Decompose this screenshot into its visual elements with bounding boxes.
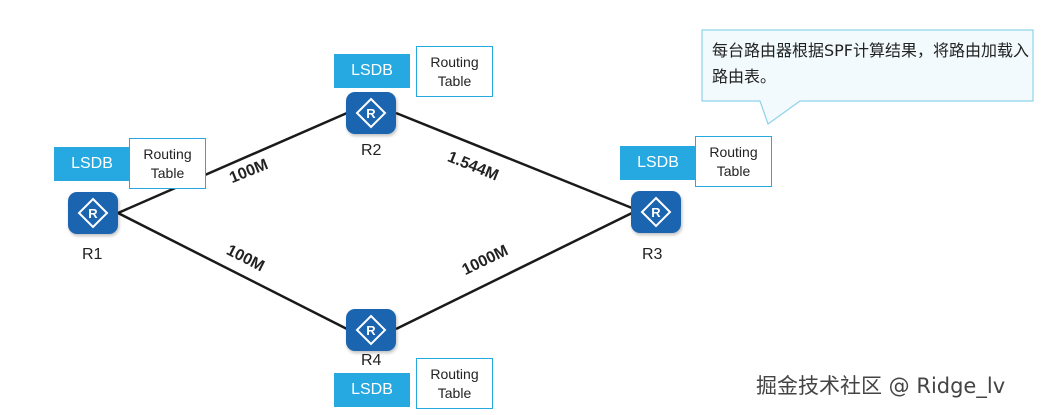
link-r4-r3	[395, 211, 633, 331]
router-icon-r2: R	[346, 92, 396, 134]
lsdb-box-r3: LSDB	[620, 146, 696, 180]
router-r-icon: R	[355, 97, 387, 129]
routing-table-line2: Table	[150, 164, 185, 181]
router-label-r4: R4	[361, 352, 382, 369]
router-icon-r1: R	[68, 192, 118, 234]
svg-text:R: R	[366, 323, 376, 338]
routing-table-line2: Table	[437, 384, 472, 401]
router-r-icon: R	[640, 196, 672, 228]
routing-table-box-r1: Routing Table	[129, 138, 206, 189]
svg-text:R: R	[88, 206, 98, 221]
routing-table-line1: Routing	[143, 145, 192, 162]
lsdb-box-r2: LSDB	[334, 54, 410, 88]
router-icon-r3: R	[631, 191, 681, 233]
router-label-r3: R3	[642, 246, 663, 263]
routing-table-line2: Table	[437, 72, 472, 89]
router-r-icon: R	[355, 314, 387, 346]
routing-table-box-r4: Routing Table	[416, 358, 493, 409]
router-label-r2: R2	[361, 142, 382, 159]
router-icon-r4: R	[346, 309, 396, 351]
lsdb-box-r4: LSDB	[334, 373, 410, 407]
routing-table-line1: Routing	[709, 143, 758, 160]
link-r2-r3	[395, 111, 633, 210]
link-r1-r4	[117, 211, 348, 331]
watermark: 掘金技术社区 @ Ridge_lv	[756, 374, 1006, 398]
callout-text: 每台路由器根据SPF计算结果，将路由加载入路由表。	[712, 41, 1030, 86]
routing-table-line2: Table	[716, 162, 751, 179]
routing-table-line1: Routing	[430, 365, 479, 382]
routing-table-box-r2: Routing Table	[416, 46, 493, 97]
routing-table-box-r3: Routing Table	[695, 136, 772, 187]
link-r1-r2	[117, 111, 348, 215]
svg-text:R: R	[651, 205, 661, 220]
router-label-r1: R1	[82, 246, 103, 263]
routing-table-line1: Routing	[430, 53, 479, 70]
svg-text:R: R	[366, 106, 376, 121]
router-r-icon: R	[77, 197, 109, 229]
callout-bubble	[701, 29, 1034, 125]
lsdb-box-r1: LSDB	[54, 147, 130, 181]
